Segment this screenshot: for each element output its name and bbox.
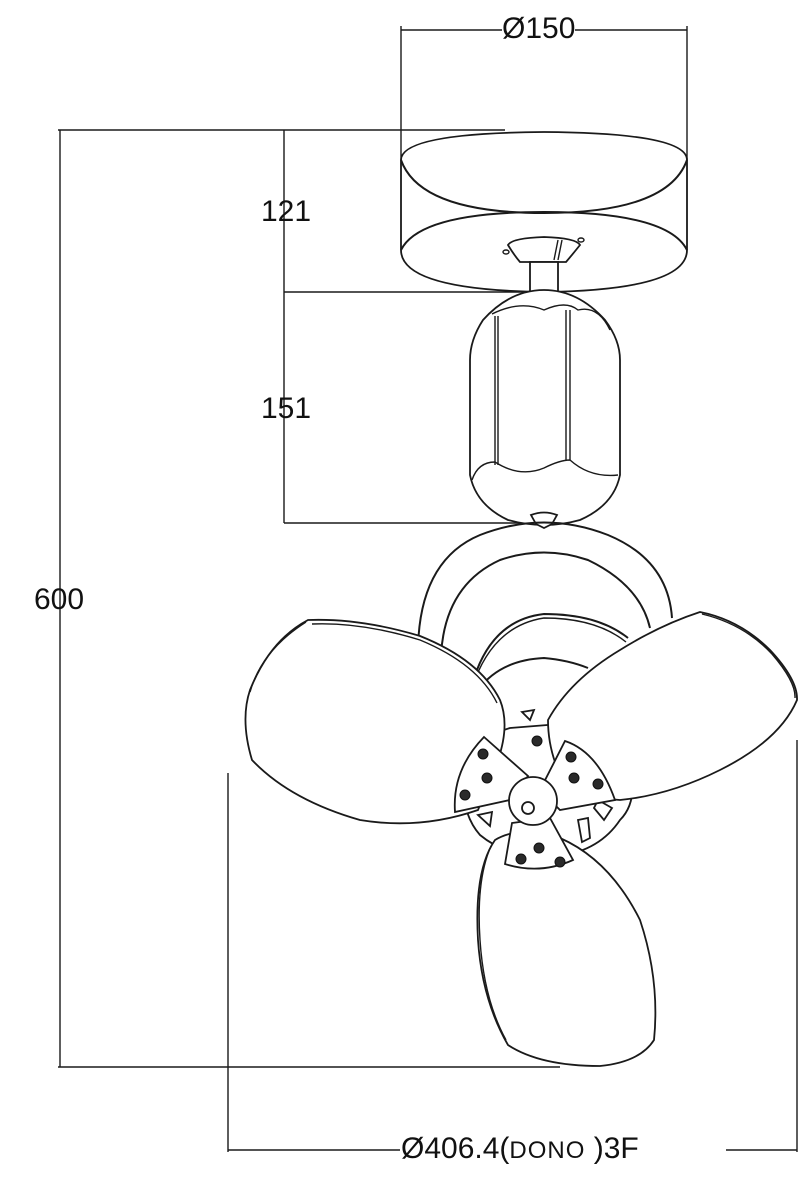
motor-housing-height-label: 151: [261, 392, 312, 425]
dimension-lines: [58, 26, 798, 1152]
blade-span-unit: DONO: [509, 1137, 586, 1164]
blade-left: [244, 618, 506, 825]
blade-bracket-right: [538, 739, 617, 811]
motor-housing: [469, 289, 621, 530]
canopy-height-label: 121: [261, 195, 312, 228]
hub-tab: [520, 708, 536, 722]
hub-tab: [592, 798, 614, 822]
blade-span-value: Ø406.4: [401, 1132, 500, 1165]
blade-span-suffix: )3F: [585, 1132, 639, 1165]
canopy-bottom-rim: [400, 210, 688, 251]
overall-height-label: 600: [34, 583, 85, 616]
center-cap: [508, 776, 558, 826]
blade-bottom: [476, 831, 657, 1067]
canopy-diameter-label: Ø150: [502, 12, 576, 45]
hub-tab: [576, 816, 591, 844]
canopy: [400, 131, 688, 293]
blade-span-label: Ø406.4 ( DONO )3F: [401, 1134, 639, 1164]
blade-right: [547, 611, 798, 801]
housing-nub: [529, 511, 559, 530]
blade-span-paren-open: (: [499, 1132, 510, 1165]
hub-tab: [476, 810, 494, 828]
canopy-collar: [506, 236, 582, 263]
motor-ring: [417, 521, 673, 691]
blade-bracket-bottom: [503, 817, 575, 870]
